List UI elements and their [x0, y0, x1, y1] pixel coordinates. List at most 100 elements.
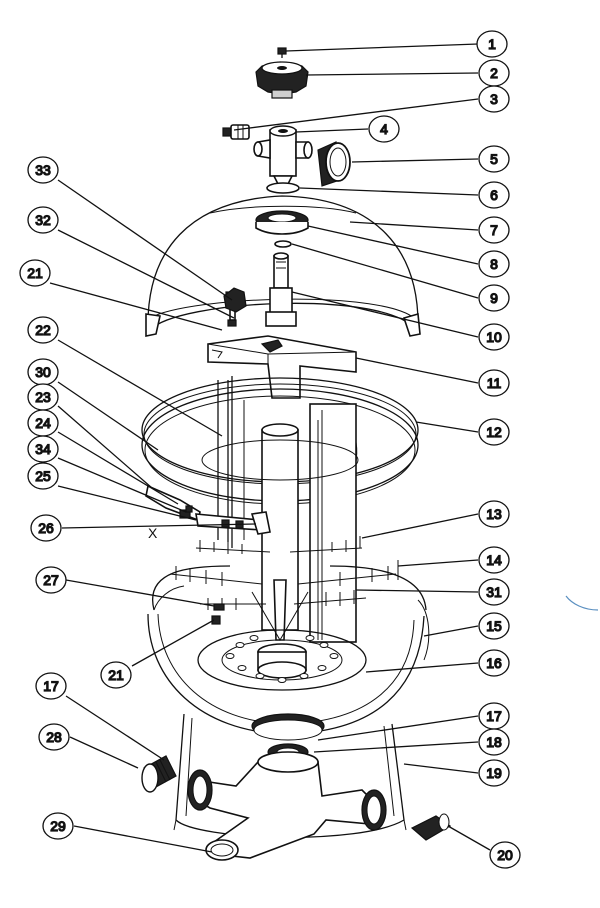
- callout-circle: [478, 284, 510, 312]
- callout-12: 12: [478, 418, 510, 446]
- callout-circle: [27, 206, 59, 234]
- callout-number: 4: [380, 121, 388, 137]
- callout-number: 21: [27, 265, 43, 281]
- callout-circle: [368, 115, 400, 143]
- callout-number: 22: [35, 322, 51, 338]
- callout-number: 19: [486, 765, 502, 781]
- callout-11: 11: [478, 369, 510, 397]
- callout-23: 23: [27, 383, 59, 411]
- callout-number: 3: [490, 91, 498, 107]
- part-knob: [255, 61, 309, 99]
- callout-circle: [478, 369, 510, 397]
- callout-10: 10: [478, 323, 510, 351]
- callout-number: 32: [35, 212, 51, 228]
- callout-18: 18: [478, 728, 510, 756]
- callout-number: 6: [490, 187, 498, 203]
- callout-33: 33: [27, 156, 59, 184]
- callout-number: 21: [108, 667, 124, 683]
- part-bottom-tee: [187, 751, 387, 861]
- callout-circle: [478, 728, 510, 756]
- callout-circle: [27, 435, 59, 463]
- part-o-ring-top: [266, 182, 300, 194]
- callout-22: 22: [27, 316, 59, 344]
- part-drain-plug: [410, 813, 452, 841]
- callout-15: 15: [478, 612, 510, 640]
- part-screw: [277, 47, 287, 58]
- callout-24: 24: [27, 409, 59, 437]
- callout-number: 7: [490, 222, 498, 238]
- callout-number: 2: [490, 65, 498, 81]
- callout-number: 11: [487, 375, 502, 391]
- callout-circle: [19, 259, 51, 287]
- callout-number: 29: [50, 818, 66, 834]
- callout-circle: [30, 514, 62, 542]
- part-valve-body: [253, 125, 313, 185]
- callout-number: 9: [490, 290, 498, 306]
- callout-13: 13: [478, 500, 510, 528]
- callout-25: 25: [27, 462, 59, 490]
- callout-number: 28: [46, 729, 62, 745]
- callout-1: 1: [476, 30, 508, 58]
- callout-34: 34: [27, 435, 59, 463]
- callout-5: 5: [478, 145, 510, 173]
- callouts: 1234567891011121314311516171819203332212…: [19, 30, 521, 869]
- scan-edge-mark: [565, 595, 599, 611]
- callout-number: 13: [486, 506, 502, 522]
- callout-number: 14: [486, 552, 502, 568]
- callout-16: 16: [478, 649, 510, 677]
- callout-circle: [27, 156, 59, 184]
- callout-circle: [478, 85, 510, 113]
- callout-circle: [35, 672, 67, 700]
- callout-circle: [100, 661, 132, 689]
- callout-number: 25: [35, 468, 51, 484]
- callout-number: 8: [490, 256, 498, 272]
- callout-circle: [476, 30, 508, 58]
- callout-27: 27: [35, 566, 67, 594]
- leader-lines: [49, 43, 491, 853]
- callout-9: 9: [478, 284, 510, 312]
- callout-21: 21: [100, 661, 132, 689]
- callout-30: 30: [27, 358, 59, 386]
- part-gauge-nut: [223, 287, 247, 313]
- callout-number: 15: [486, 618, 502, 634]
- callout-number: 5: [490, 151, 498, 167]
- callout-8: 8: [478, 250, 510, 278]
- callout-number: 1: [488, 36, 496, 52]
- callout-number: 16: [486, 655, 502, 671]
- stray-mark: X: [148, 525, 158, 541]
- callout-20: 20: [489, 841, 521, 869]
- callout-circle: [27, 462, 59, 490]
- callout-circle: [38, 723, 70, 751]
- callout-circle: [478, 759, 510, 787]
- part-latch-assembly: [145, 484, 271, 535]
- callout-4: 4: [368, 115, 400, 143]
- callout-circle: [27, 316, 59, 344]
- callout-circle: [42, 812, 74, 840]
- callout-number: 20: [497, 847, 513, 863]
- parts-drawing: [141, 47, 599, 861]
- callout-21: 21: [19, 259, 51, 287]
- callout-number: 23: [35, 389, 51, 405]
- callout-number: 17: [486, 708, 502, 724]
- part-manifold: [207, 335, 357, 399]
- callout-circle: [478, 649, 510, 677]
- callout-7: 7: [478, 216, 510, 244]
- callout-circle: [35, 566, 67, 594]
- callout-circle: [478, 145, 510, 173]
- callout-17: 17: [478, 702, 510, 730]
- part-union: [141, 755, 177, 793]
- callout-number: 27: [43, 572, 59, 588]
- part-pressure-gauge: [317, 141, 351, 187]
- callout-29: 29: [42, 812, 74, 840]
- callout-circle: [478, 612, 510, 640]
- callout-circle: [478, 546, 510, 574]
- callout-14: 14: [478, 546, 510, 574]
- callout-number: 33: [35, 162, 51, 178]
- callout-6: 6: [478, 181, 510, 209]
- callout-26: 26: [30, 514, 62, 542]
- callout-circle: [478, 323, 510, 351]
- callout-19: 19: [478, 759, 510, 787]
- callout-28: 28: [38, 723, 70, 751]
- callout-17: 17: [35, 672, 67, 700]
- callout-31: 31: [478, 578, 510, 606]
